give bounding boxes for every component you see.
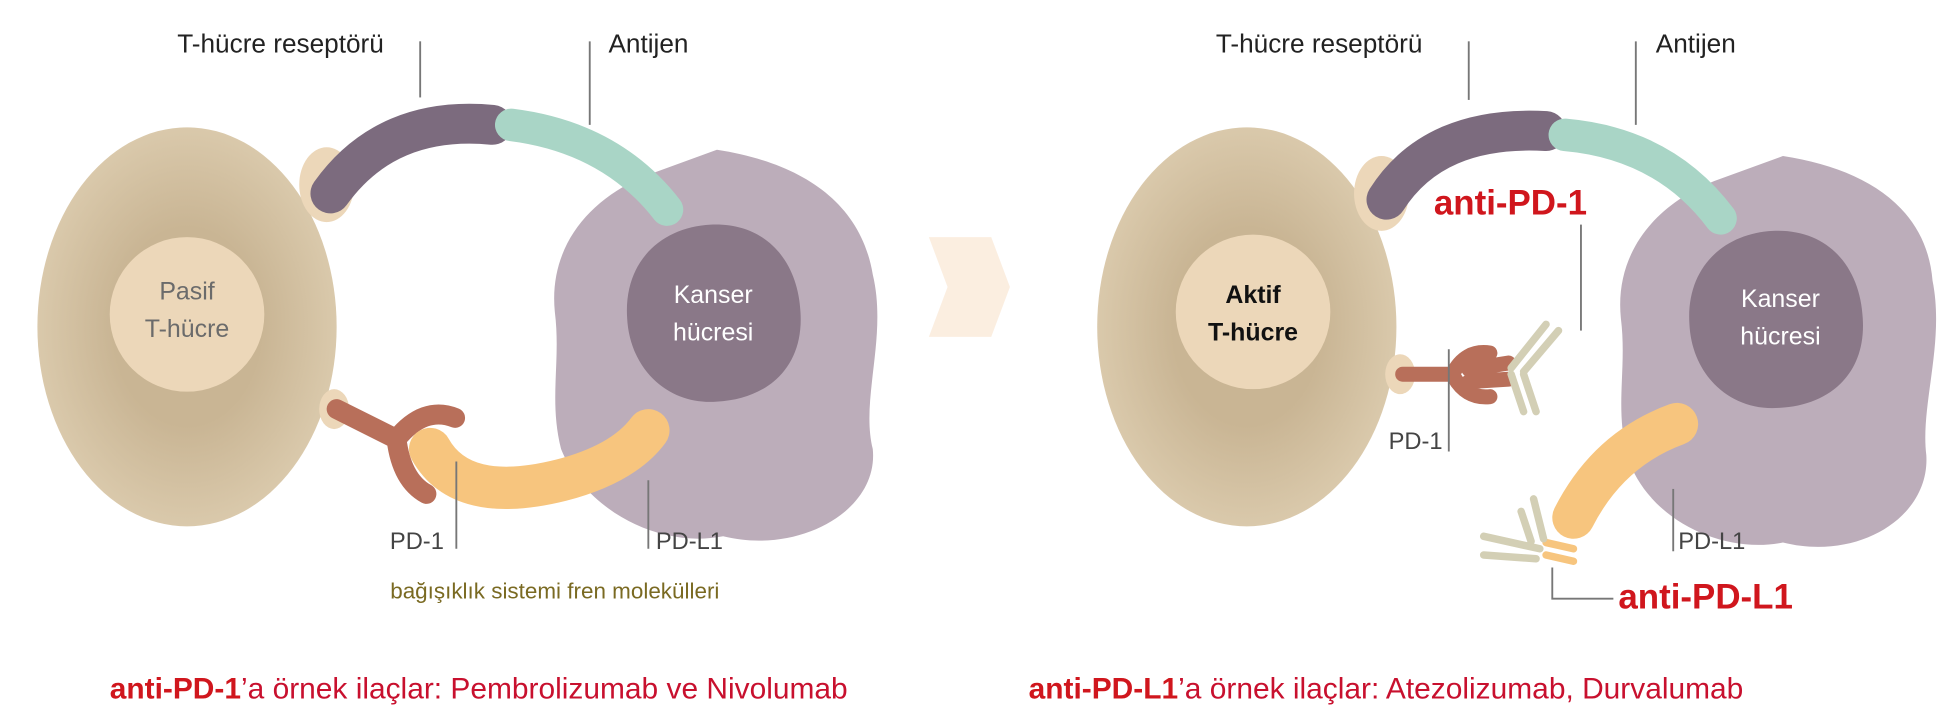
antigen: [494, 108, 684, 226]
pd1-label: PD-1: [1389, 429, 1443, 455]
anti-pdl1-label: anti-PD-L1: [1618, 578, 1793, 617]
transition-arrow-icon: [928, 237, 1010, 337]
cancer-nucleus: [626, 224, 801, 402]
t-cell-nucleus: [109, 237, 265, 392]
cancer-label-1: Kanser: [674, 281, 753, 309]
anti-pdl1-antibody: [1479, 495, 1548, 563]
left-caption-bold: anti-PD-1: [110, 672, 241, 705]
anti-pd1-label: anti-PD-1: [1434, 184, 1587, 223]
pdl1-label: PD-L1: [1678, 529, 1745, 555]
cancer-label-2: hücresi: [1740, 322, 1820, 350]
left-panel: T-hücre reseptörü Antijen Pasif T-hücre …: [37, 29, 878, 604]
right-caption-bold: anti-PD-L1: [1029, 672, 1179, 705]
t-cell-receptor: [1366, 110, 1566, 220]
pd1-receptor: [326, 399, 466, 504]
right-panel: T-hücre reseptörü Antijen Aktif T-hücre …: [1097, 29, 1937, 617]
t-cell-label-2: T-hücre: [1208, 319, 1298, 347]
pdl1-tip: [1542, 538, 1578, 565]
pdl1-label: PD-L1: [656, 529, 723, 555]
t-cell-receptor: [310, 103, 513, 214]
tcr-label: T-hücre reseptörü: [177, 29, 384, 59]
cancer-label-2: hücresi: [673, 319, 753, 347]
pd1-receptor: [1395, 345, 1517, 405]
cancer-nucleus: [1689, 230, 1863, 409]
antigen-label: Antijen: [608, 29, 688, 59]
antigen-label: Antijen: [1656, 29, 1736, 59]
t-cell-nucleus: [1175, 234, 1331, 390]
pdl1-ligand: [1552, 402, 1699, 539]
pdl1-ligand: [408, 409, 670, 510]
right-caption: anti-PD-L1’a örnek ilaçlar: Atezolizumab…: [1029, 672, 1744, 705]
t-cell-label-1: Pasif: [159, 277, 214, 305]
left-caption-rest: ’a örnek ilaçlar: Pembrolizumab ve Nivol…: [241, 672, 848, 705]
antigen: [1548, 118, 1737, 235]
anti-pd1-antibody: [1507, 320, 1563, 416]
brake-molecules-label: bağışıklık sistemi fren molekülleri: [390, 579, 719, 604]
tcr-label: T-hücre reseptörü: [1216, 29, 1423, 59]
pd1-label: PD-1: [390, 529, 444, 555]
left-caption: anti-PD-1’a örnek ilaçlar: Pembrolizumab…: [110, 672, 848, 705]
right-caption-rest: ’a örnek ilaçlar: Atezolizumab, Durvalum…: [1178, 672, 1743, 705]
anti-pdl1-leader-line: [1551, 567, 1614, 600]
t-cell-label-1: Aktif: [1225, 281, 1281, 309]
cancer-label-1: Kanser: [1741, 285, 1820, 313]
t-cell-label-2: T-hücre: [145, 315, 229, 343]
